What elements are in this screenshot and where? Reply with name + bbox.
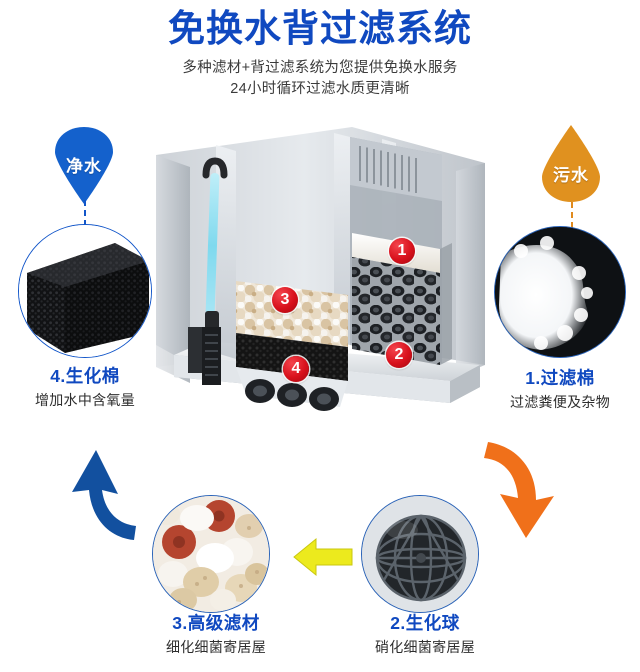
dirty-water-callout: 污水 (540, 125, 602, 203)
tray-bio-balls (245, 379, 339, 411)
step-2-title: 2.生化球 (390, 613, 460, 633)
uv-sterilizer-tube-icon (202, 157, 228, 331)
clean-water-connector (84, 200, 86, 226)
intake-sponge-icon (188, 327, 221, 385)
dirty-water-label: 污水 (553, 166, 589, 185)
water-drop-icon (55, 127, 113, 204)
step-3-subtitle: 细化细菌寄居屋 (165, 638, 267, 655)
aquarium-diagram: 1 2 3 4 (150, 115, 495, 455)
step-3-caption: 3.高级滤材 细化细菌寄居屋 (121, 613, 311, 657)
step-3-title: 3.高级滤材 (172, 613, 260, 633)
diagram-badge-4: 4 (283, 356, 309, 382)
diagram-badge-2: 2 (386, 342, 412, 368)
overflow-grill-icon (359, 146, 417, 193)
flow-arrow-left-up (62, 438, 142, 553)
diagram-badge-3: 3 (272, 287, 298, 313)
media-photo-bio-ball (361, 495, 479, 613)
subtitle-line-2: 24小时循环过滤水质更清晰 (230, 81, 410, 98)
step-1-title: 1.过滤棉 (525, 368, 595, 388)
bio-ball-column (352, 257, 440, 365)
flow-arrow-right-down (470, 436, 560, 551)
flow-arrow-yellow-left (292, 536, 354, 583)
step-1-caption: 1.过滤棉 过滤粪便及杂物 (465, 368, 640, 412)
dirty-water-connector (571, 202, 573, 228)
step-4-subtitle: 增加水中含氧量 (34, 391, 136, 408)
aquarium-illustration (156, 127, 485, 411)
media-photo-filter-cotton (494, 226, 626, 358)
step-2-subtitle: 硝化细菌寄居屋 (374, 638, 476, 655)
ceramic-media-layer (236, 281, 348, 347)
clean-water-callout: 净水 (53, 126, 115, 204)
header: 免换水背过滤系统 多种滤材+背过滤系统为您提供免换水服务 24小时循环过滤水质更… (0, 8, 640, 101)
diagram-badge-1: 1 (389, 238, 415, 264)
clean-water-label: 净水 (66, 157, 102, 176)
water-drop-icon (542, 125, 600, 202)
step-1-subtitle: 过滤粪便及杂物 (509, 393, 611, 410)
step-4-title: 4.生化棉 (50, 366, 120, 386)
media-photo-ceramic-media (152, 495, 270, 613)
subtitle-line-1: 多种滤材+背过滤系统为您提供免换水服务 (182, 59, 458, 76)
step-2-caption: 2.生化球 硝化细菌寄居屋 (330, 613, 520, 657)
step-4-caption: 4.生化棉 增加水中含氧量 (0, 366, 180, 410)
page-title: 免换水背过滤系统 (168, 8, 472, 49)
media-photo-biochemical-sponge (18, 224, 152, 358)
